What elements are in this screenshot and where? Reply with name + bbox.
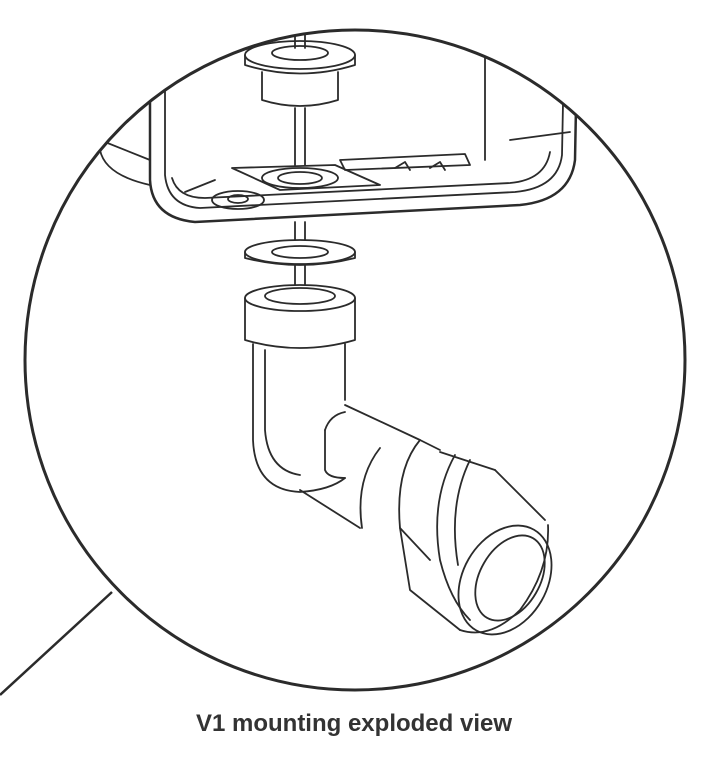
sealing-washer bbox=[245, 240, 355, 265]
enclosure-housing bbox=[100, 0, 578, 222]
top-gland-nut bbox=[245, 41, 355, 106]
leader-line bbox=[0, 592, 112, 695]
detail-circle bbox=[25, 30, 685, 690]
figure-caption: V1 mounting exploded view bbox=[195, 710, 513, 737]
bullet-camera bbox=[300, 405, 570, 651]
camera-mount-elbow bbox=[245, 285, 355, 492]
exploded-view-illustration bbox=[0, 0, 708, 700]
